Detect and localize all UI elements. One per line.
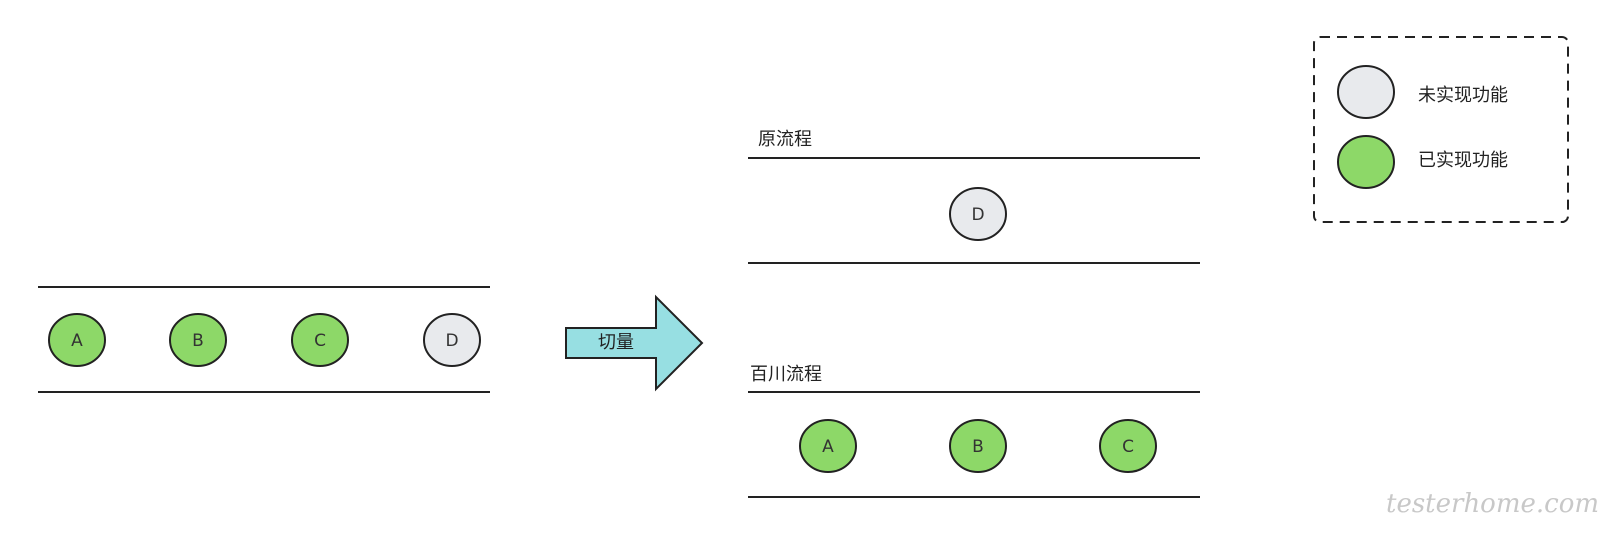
node-c: C <box>1099 419 1157 473</box>
lower-lane: 百川流程 A B C <box>748 364 1200 498</box>
node-a: A <box>48 313 106 367</box>
legend-item-unimplemented: 未实现功能 <box>1337 65 1508 119</box>
node-label: A <box>71 331 83 351</box>
watermark: testerhome.com <box>1386 489 1599 519</box>
node-label: B <box>972 437 984 457</box>
node-b: B <box>949 419 1007 473</box>
node-circle <box>423 313 481 367</box>
node-a: A <box>799 419 857 473</box>
legend-label: 未实现功能 <box>1418 85 1508 106</box>
node-circle <box>1099 419 1157 473</box>
node-label: D <box>445 331 458 351</box>
node-b: B <box>169 313 227 367</box>
node-label: D <box>971 205 984 225</box>
node-label: A <box>822 437 834 457</box>
legend-box <box>1313 36 1569 223</box>
lane-title: 原流程 <box>758 129 812 150</box>
original-lane: A B C D <box>38 286 490 393</box>
split-arrow: 切量 <box>565 294 704 392</box>
node-circle <box>949 187 1007 241</box>
legend-swatch <box>1337 135 1395 189</box>
node-label: B <box>192 331 204 351</box>
node-label: C <box>1122 437 1134 457</box>
node-circle <box>799 419 857 473</box>
node-circle <box>169 313 227 367</box>
node-c: C <box>291 313 349 367</box>
legend-swatch <box>1337 65 1395 119</box>
arrow-label: 切量 <box>598 332 634 353</box>
node-label: C <box>314 331 326 351</box>
node-circle <box>949 419 1007 473</box>
node-d: D <box>423 313 481 367</box>
legend-item-implemented: 已实现功能 <box>1337 135 1508 189</box>
node-circle <box>291 313 349 367</box>
upper-lane: 原流程 D <box>748 129 1200 264</box>
node-d: D <box>949 187 1007 241</box>
arrow-shape <box>565 294 704 392</box>
legend: 未实现功能 已实现功能 <box>1313 36 1569 223</box>
node-circle <box>48 313 106 367</box>
legend-label: 已实现功能 <box>1418 150 1508 171</box>
lane-title: 百川流程 <box>750 364 822 385</box>
